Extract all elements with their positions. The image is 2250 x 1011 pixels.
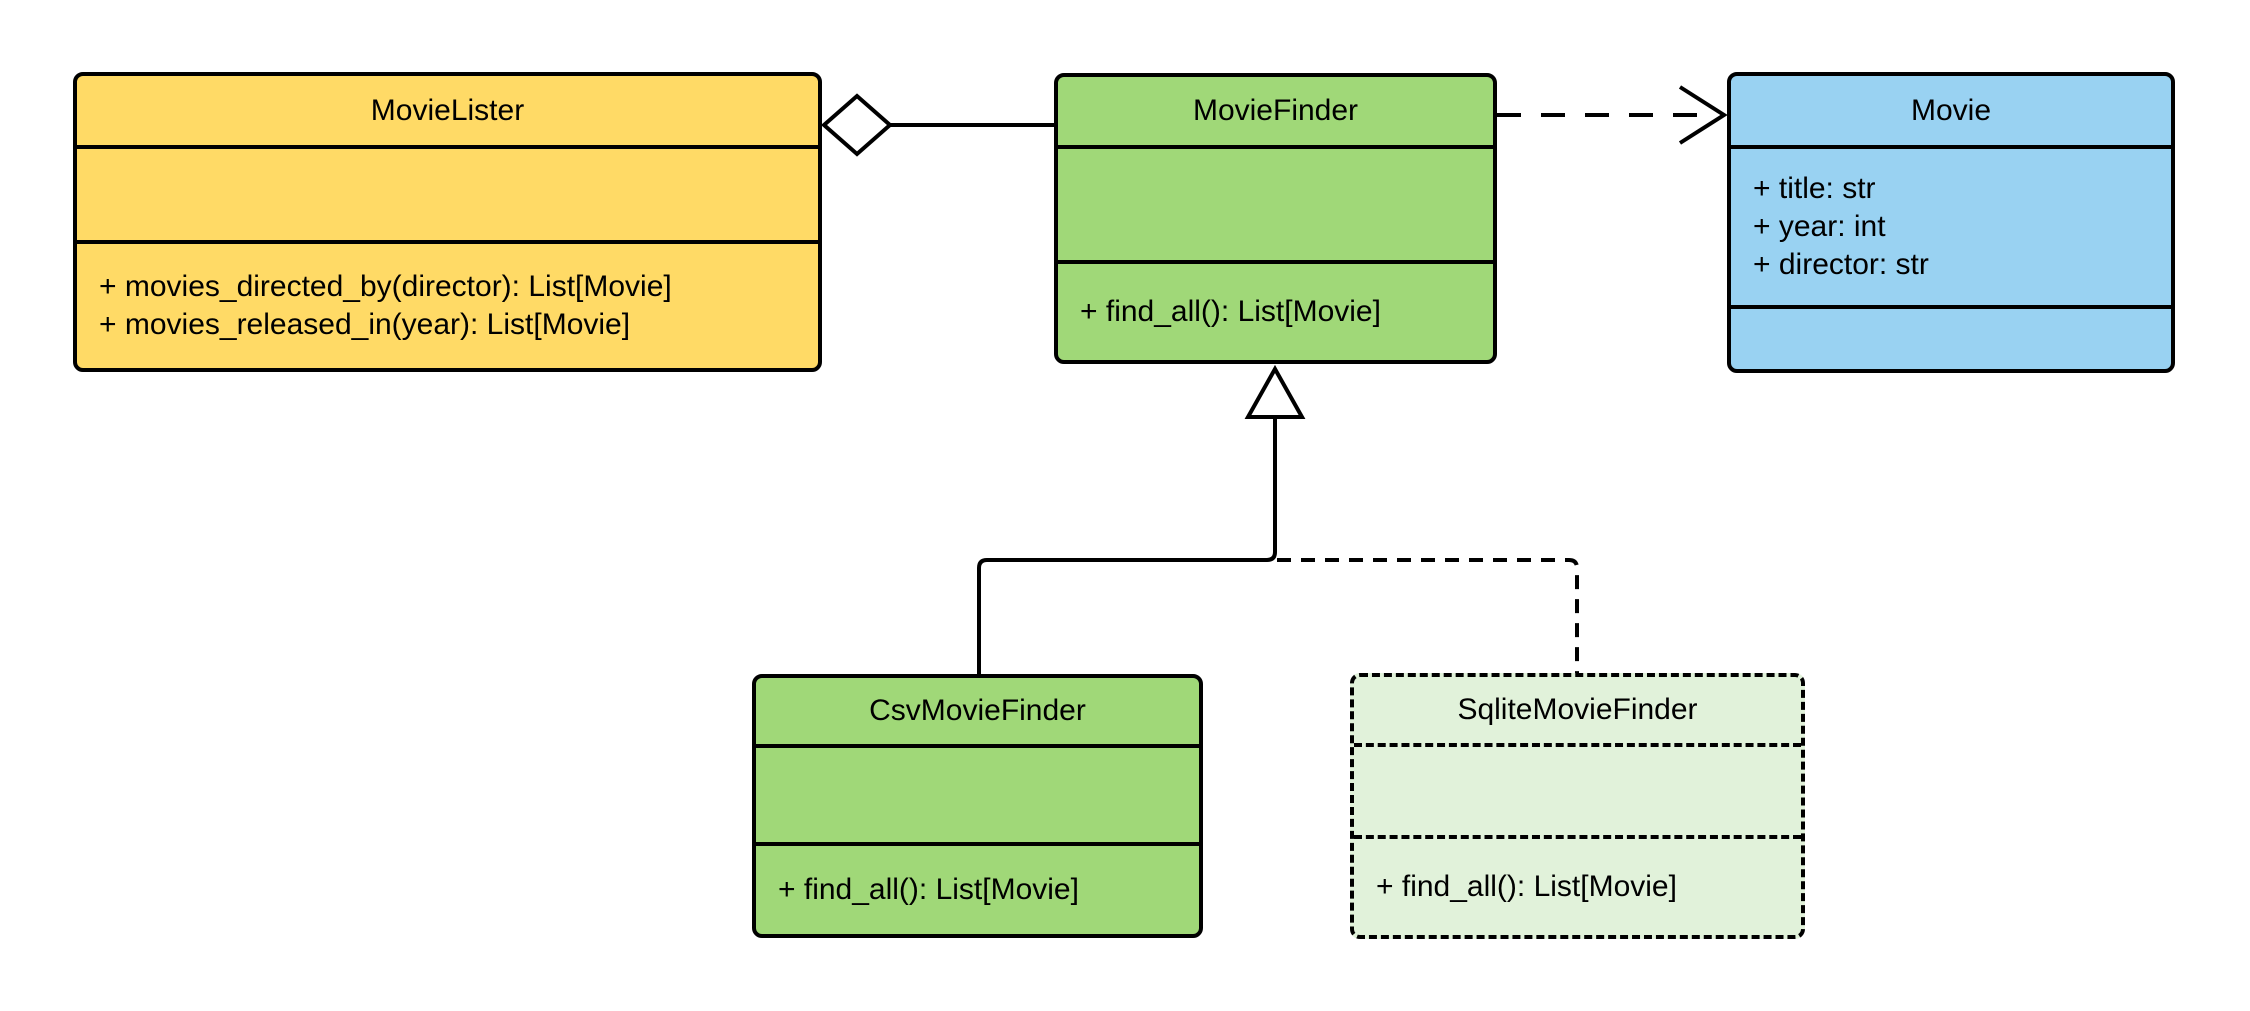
methods-section-sqlitemoviefinder: + find_all(): List[Movie]: [1354, 835, 1801, 935]
inheritance-connector-csv: [977, 417, 1277, 676]
attributes-section-moviefinder: [1058, 145, 1493, 260]
methods-section-moviefinder: + find_all(): List[Movie]: [1058, 260, 1493, 360]
dependency-connector: [1497, 85, 1728, 145]
attributes-section-sqlitemoviefinder: [1354, 743, 1801, 835]
method-label: + find_all(): List[Movie]: [1376, 870, 1677, 903]
class-movie: Movie + title: str + year: int + directo…: [1727, 72, 2175, 373]
method-label: + movies_directed_by(director): List[Mov…: [99, 270, 672, 303]
inheritance-connector-sqlite: [1277, 558, 1579, 675]
class-name-movie: Movie: [1910, 93, 1992, 127]
aggregation-connector: [820, 93, 1054, 157]
methods-section-movie: [1731, 305, 2171, 369]
class-movielister: MovieLister + movies_directed_by(directo…: [73, 72, 822, 372]
method-label: + find_all(): List[Movie]: [778, 873, 1079, 906]
attributes-section-movielister: [77, 145, 818, 240]
attributes-section-csvmoviefinder: [756, 744, 1199, 842]
class-moviefinder: MovieFinder + find_all(): List[Movie]: [1054, 73, 1497, 364]
class-name-movielister: MovieLister: [370, 93, 525, 127]
attribute-label: + director: str: [1753, 248, 1929, 281]
class-sqlitemoviefinder: SqliteMovieFinder + find_all(): List[Mov…: [1350, 673, 1805, 939]
methods-section-csvmoviefinder: + find_all(): List[Movie]: [756, 842, 1199, 934]
open-arrowhead: [1678, 85, 1728, 145]
hollow-diamond-marker: [820, 93, 894, 157]
attribute-label: + title: str: [1753, 172, 1876, 205]
class-name-csvmoviefinder: CsvMovieFinder: [869, 694, 1086, 727]
class-name-moviefinder: MovieFinder: [1192, 94, 1359, 127]
attributes-section-movie: + title: str + year: int + director: str: [1731, 145, 2171, 305]
attribute-label: + year: int: [1753, 210, 1886, 243]
class-csvmoviefinder: CsvMovieFinder + find_all(): List[Movie]: [752, 674, 1203, 938]
method-label: + find_all(): List[Movie]: [1080, 295, 1381, 328]
methods-section-movielister: + movies_directed_by(director): List[Mov…: [77, 240, 818, 368]
method-label: + movies_released_in(year): List[Movie]: [99, 308, 631, 341]
hollow-triangle-marker: [1244, 364, 1306, 419]
class-name-sqlitemoviefinder: SqliteMovieFinder: [1457, 693, 1698, 726]
